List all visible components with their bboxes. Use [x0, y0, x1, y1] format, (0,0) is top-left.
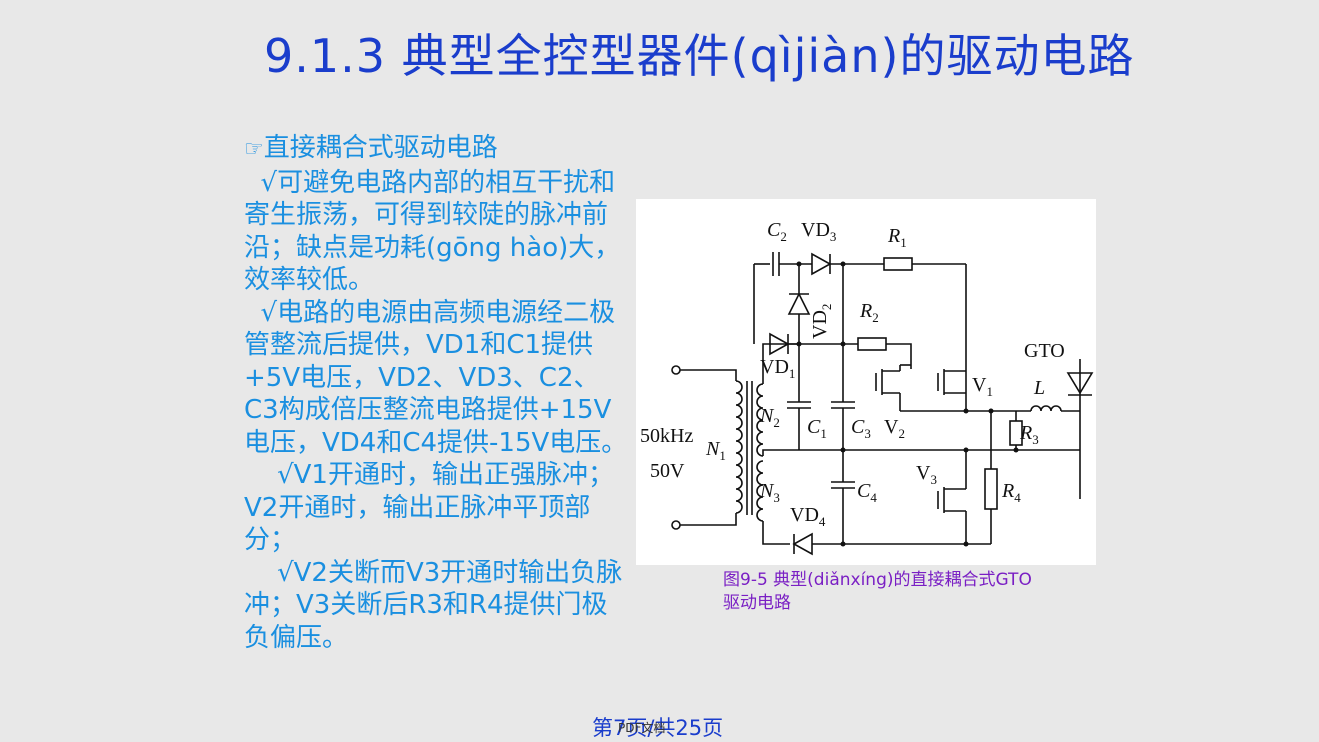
label-r4: R4: [1001, 480, 1021, 505]
paragraph-2: √电路的电源由高频电源经二极管整流后提供，VD1和C1提供+5V电压，VD2、V…: [244, 297, 628, 458]
label-r3: R3: [1019, 422, 1039, 447]
circuit-diagram: C2 VD3 R1 VD2 R2 VD1 GTO V1 L N2 C1 C3 V…: [636, 199, 1096, 565]
label-vd4: VD4: [790, 504, 826, 529]
paragraph-1: √可避免电路内部的相互干扰和寄生振荡，可得到较陡的脉冲前沿；缺点是功耗(gōng…: [244, 167, 621, 296]
label-vd2: VD2: [809, 304, 834, 339]
label-n3: N3: [759, 480, 780, 505]
label-volt: 50V: [650, 460, 685, 482]
figure-caption: 图9-5 典型(diǎnxíng)的直接耦合式GTO驱动电路: [723, 570, 1032, 613]
footer-overlay-text: PDF文档: [618, 721, 666, 735]
page-footer: 第7页/共25页 PDF文档: [592, 712, 723, 742]
section-heading-text: 直接耦合式驱动电路: [263, 133, 498, 163]
label-c4: C4: [857, 480, 877, 505]
label-r2: R2: [859, 300, 879, 325]
label-v2: V2: [884, 416, 905, 441]
label-v1: V1: [972, 374, 993, 399]
label-l: L: [1033, 377, 1045, 399]
label-n1: N1: [705, 438, 726, 463]
label-n2: N2: [759, 405, 780, 430]
section-heading: ☞直接耦合式驱动电路: [244, 132, 629, 167]
label-v3: V3: [916, 462, 937, 487]
slide-content: ☞直接耦合式驱动电路 √可避免电路内部的相互干扰和寄生振荡，可得到较陡的脉冲前沿…: [244, 132, 629, 654]
pointing-hand-icon: ☞: [244, 137, 264, 162]
page-number: 第7页/共25页: [592, 716, 724, 740]
label-vd1: VD1: [760, 356, 795, 381]
label-c2: C2: [767, 219, 787, 244]
label-freq: 50kHz: [640, 425, 693, 447]
paragraph-3: √V1开通时，输出正强脉冲；V2开通时，输出正脉冲平顶部分；: [244, 460, 614, 555]
label-r1: R1: [887, 225, 907, 250]
slide-title: 9.1.3 典型全控型器件(qìjiàn)的驱动电路: [264, 29, 1135, 83]
label-c1: C1: [807, 416, 827, 441]
paragraph-4: √V2关断而V3开通时输出负脉冲；V3关断后R3和R4提供门极负偏压。: [244, 557, 623, 653]
label-c3: C3: [851, 416, 871, 441]
circuit-diagram-svg: C2 VD3 R1 VD2 R2 VD1 GTO V1 L N2 C1 C3 V…: [640, 219, 1094, 556]
label-gto: GTO: [1024, 340, 1065, 362]
label-vd3: VD3: [801, 219, 836, 244]
